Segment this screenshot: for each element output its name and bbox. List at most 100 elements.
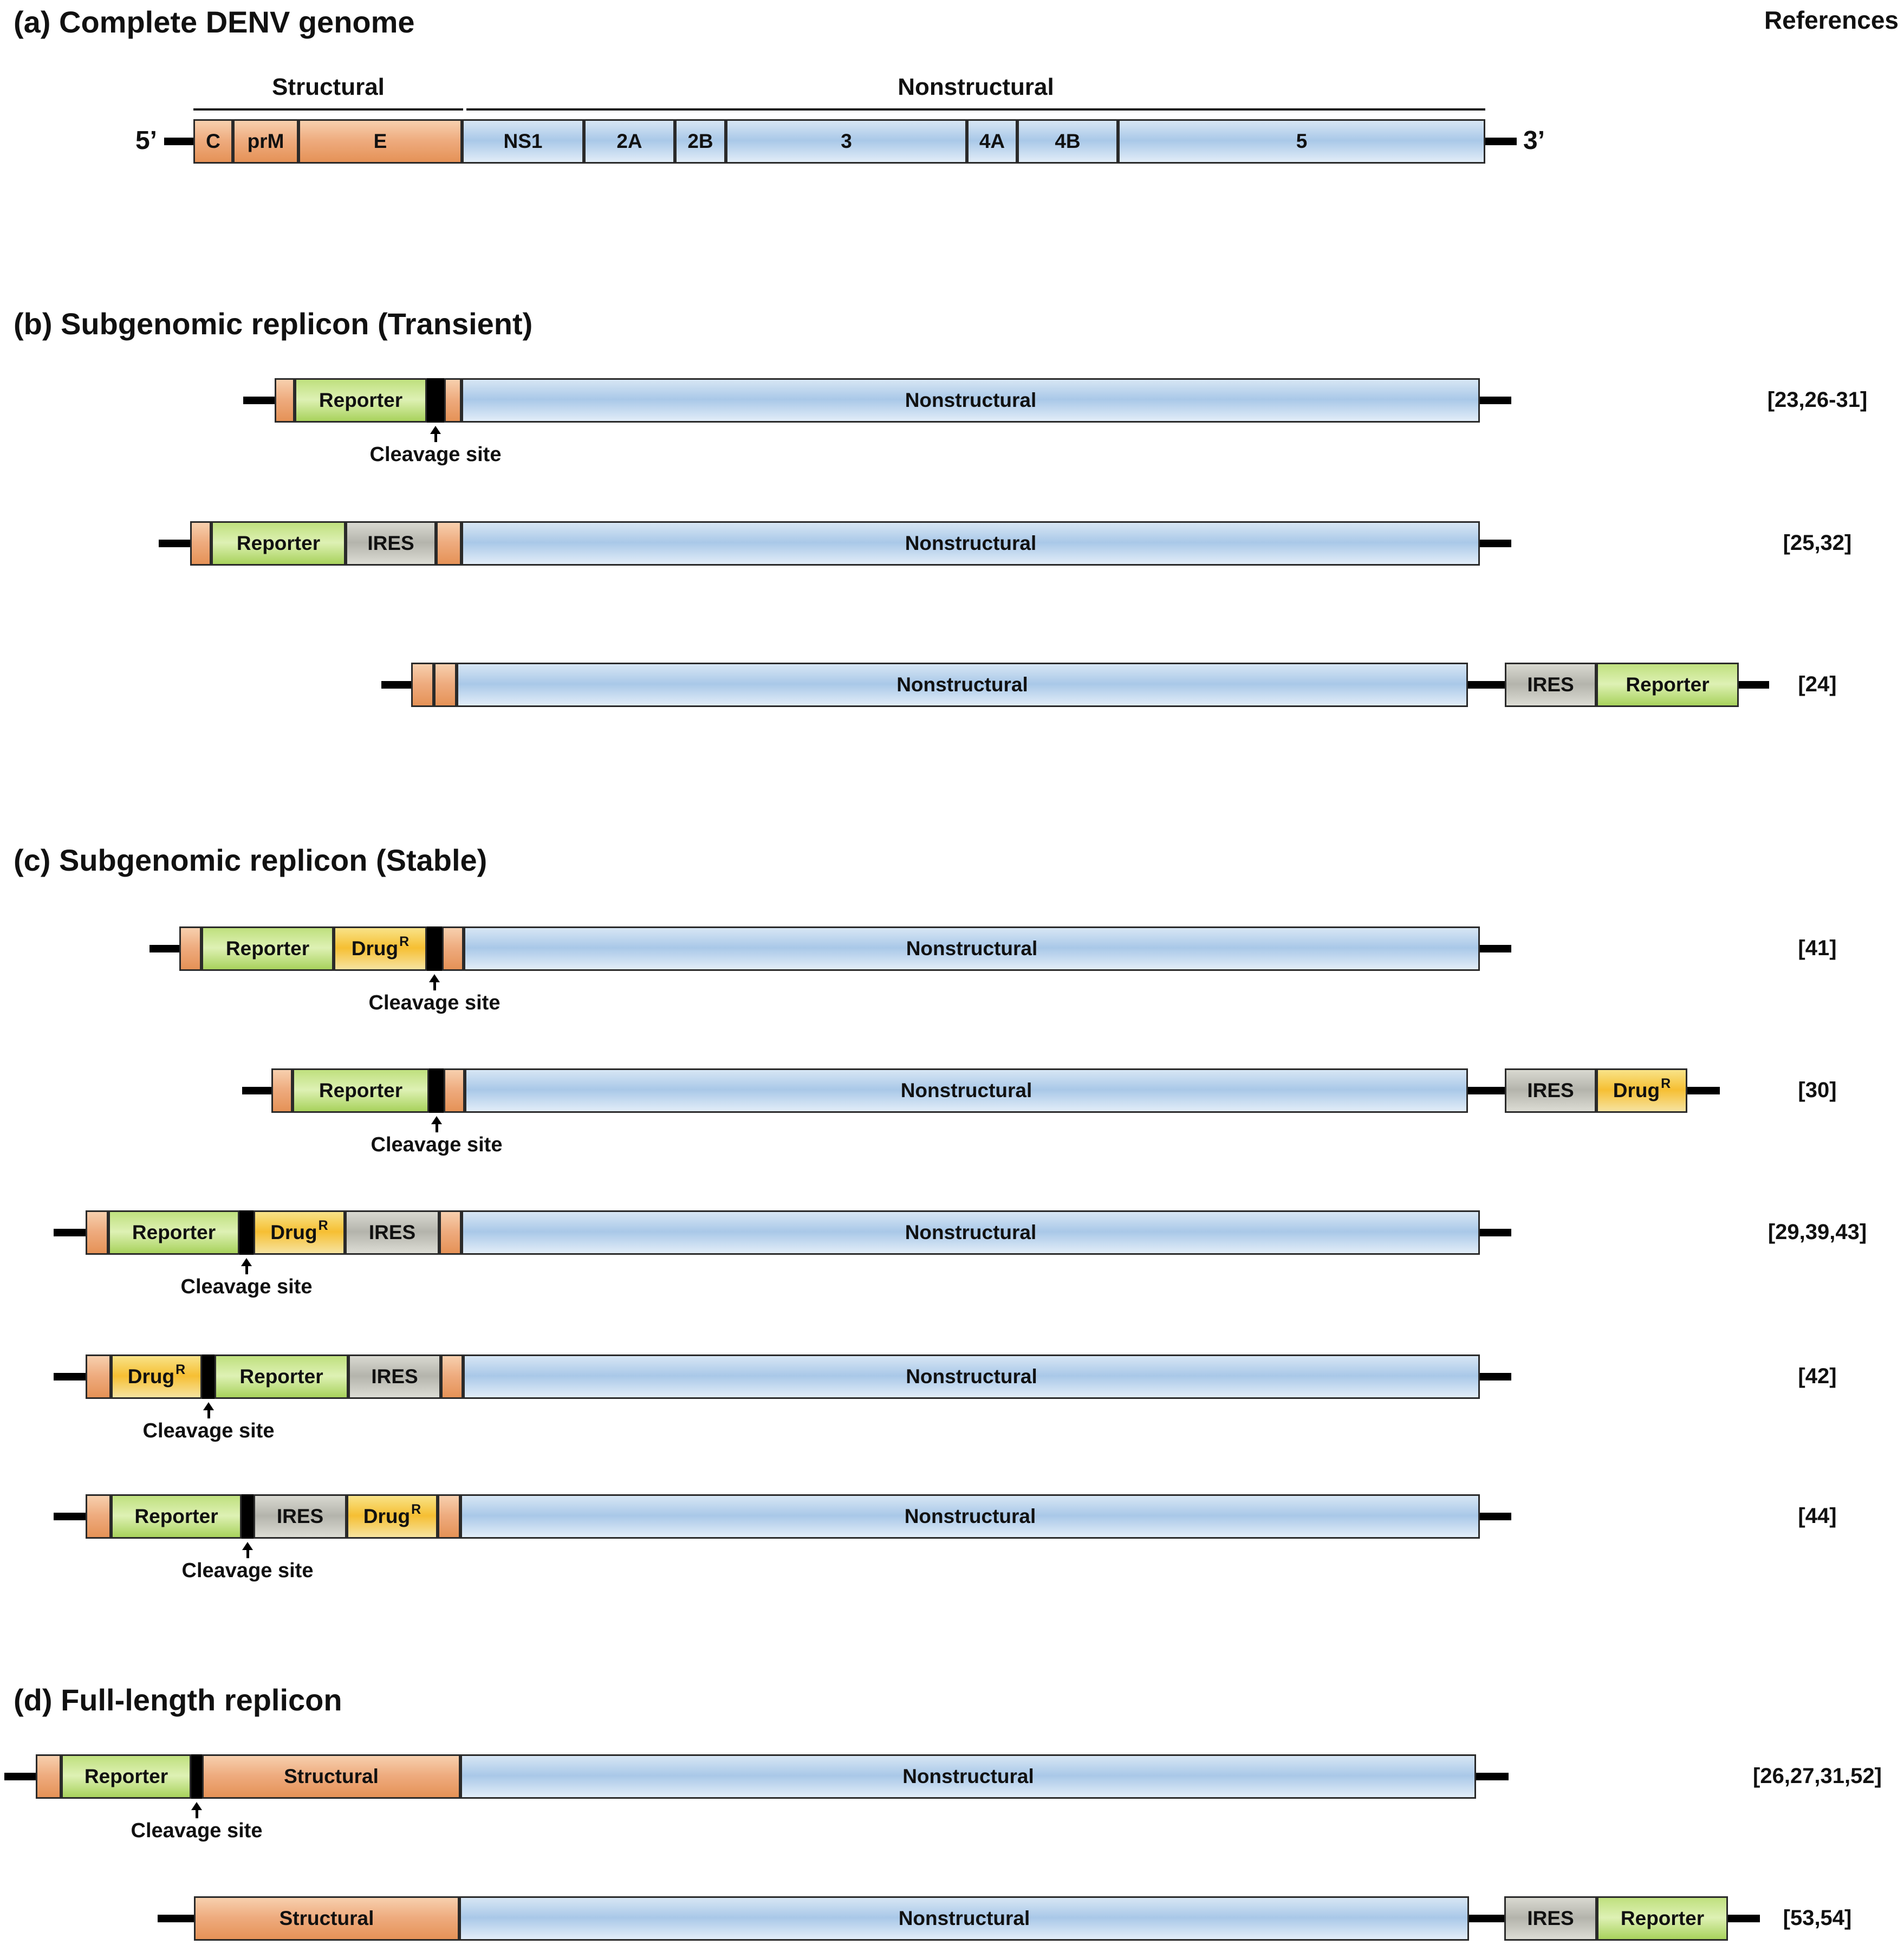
reference-label: [44]: [1798, 1504, 1837, 1528]
cleavage-arrow-stem: [433, 981, 436, 990]
cleavage-arrow-icon: [241, 1258, 252, 1266]
terminus-line: [1476, 1773, 1509, 1780]
terminus-line: [1739, 681, 1769, 689]
segment-orange: [36, 1754, 61, 1799]
cleavage-site-marker: [191, 1754, 202, 1799]
reference-label: [26,27,31,52]: [1753, 1764, 1882, 1788]
cleavage-arrow-stem: [436, 1123, 438, 1132]
group-overline: [466, 108, 1485, 111]
terminus-line: [4, 1773, 36, 1780]
segment-label: Nonstructural: [906, 1365, 1037, 1388]
segment-nonstructural: Nonstructural: [460, 1494, 1480, 1539]
terminus-line: [1480, 1513, 1511, 1520]
segment-orange: [434, 663, 457, 707]
segment-ires: IRES: [1505, 663, 1596, 707]
segment-label: prM: [247, 130, 284, 152]
segment-reporter: Reporter: [211, 521, 346, 566]
segment-structural: Structural: [202, 1754, 460, 1799]
segment-label: Nonstructural: [904, 1505, 1036, 1527]
segment-nonstructural: Nonstructural: [464, 926, 1480, 971]
segment-3: 3: [726, 119, 967, 164]
segment-label-superscript: R: [399, 934, 410, 949]
segment-label: Nonstructural: [905, 532, 1037, 554]
terminus-line: [1687, 1087, 1720, 1094]
segment-label: Reporter: [319, 389, 403, 411]
terminus-line: [1480, 540, 1511, 547]
reference-label: [41]: [1798, 936, 1837, 960]
segment-reporter: Reporter: [61, 1754, 191, 1799]
cleavage-arrow-icon: [431, 1116, 442, 1124]
reference-label: [30]: [1798, 1078, 1837, 1102]
terminus-line: [1485, 138, 1517, 145]
cleavage-site-marker: [242, 1494, 254, 1539]
section-title-c: (c) Subgenomic replicon (Stable): [14, 843, 488, 877]
segment-ns1: NS1: [462, 119, 584, 164]
reference-label: [24]: [1798, 672, 1837, 696]
reference-label: [29,39,43]: [1767, 1220, 1867, 1244]
terminus-line: [1480, 945, 1511, 952]
segment-label: IRES: [1527, 673, 1574, 696]
segment-label: Reporter: [1620, 1907, 1705, 1929]
segment-label: Reporter: [1626, 673, 1710, 696]
group-overline: [193, 108, 463, 111]
segment-reporter: Reporter: [111, 1494, 242, 1539]
segment-label-superscript: R: [318, 1217, 328, 1233]
connector-line: [1468, 681, 1505, 689]
segment-label: Reporter: [236, 532, 321, 554]
segment-label: 2A: [616, 130, 642, 152]
segment-orange: [438, 1494, 460, 1539]
segment-reporter: Reporter: [1596, 663, 1739, 707]
reference-label: [42]: [1798, 1364, 1837, 1388]
segment-reporter: Reporter: [1597, 1896, 1728, 1941]
references-header: References: [1764, 6, 1899, 34]
segment-label: Drug: [363, 1505, 411, 1527]
cleavage-site-label: Cleavage site: [368, 991, 501, 1014]
terminus-line: [381, 681, 411, 689]
terminus-line: [1480, 1373, 1511, 1380]
segment-orange: [444, 1068, 465, 1113]
cleavage-site-marker: [429, 1068, 444, 1113]
segment-label: Drug: [1613, 1079, 1660, 1101]
segment-orange: [441, 1354, 463, 1399]
cleavage-arrow-stem: [246, 1548, 249, 1558]
segment-orange: [439, 1210, 462, 1255]
segment-label: Nonstructural: [905, 1221, 1037, 1243]
segment-ires: IRES: [254, 1494, 347, 1539]
cleavage-arrow-icon: [242, 1542, 253, 1550]
segment-label: Reporter: [134, 1505, 218, 1527]
reference-label: [53,54]: [1783, 1906, 1852, 1930]
segment-orange: [436, 521, 462, 566]
segment-nonstructural: Nonstructural: [459, 1896, 1469, 1941]
segment-nonstructural: Nonstructural: [462, 378, 1480, 423]
segment-label: Nonstructural: [900, 1079, 1032, 1101]
cleavage-site-label: Cleavage site: [181, 1559, 314, 1582]
segment-ires: IRES: [1505, 1068, 1596, 1113]
terminus-line: [159, 540, 190, 547]
cleavage-site-label: Cleavage site: [131, 1819, 263, 1842]
cleavage-arrow-stem: [434, 432, 437, 442]
segment-label: NS1: [503, 130, 543, 152]
segment-label: IRES: [276, 1505, 324, 1527]
segment-label: IRES: [371, 1365, 418, 1388]
segment-label: C: [206, 130, 220, 152]
segment-nonstructural: Nonstructural: [460, 1754, 1476, 1799]
segment-ires: IRES: [348, 1354, 441, 1399]
segment-5: 5: [1118, 119, 1485, 164]
segment-label: Reporter: [239, 1365, 323, 1388]
segment-ires: IRES: [1504, 1896, 1597, 1941]
terminus-line: [1728, 1915, 1760, 1922]
cleavage-arrow-stem: [207, 1409, 210, 1418]
cleavage-site-marker: [427, 926, 442, 971]
segment-label-superscript: R: [1661, 1075, 1671, 1091]
cleavage-arrow-stem: [245, 1265, 248, 1274]
segment-orange: [86, 1210, 108, 1255]
cleavage-site-label: Cleavage site: [142, 1420, 275, 1442]
segment-label: 2B: [687, 130, 713, 152]
segment-label: Reporter: [84, 1765, 168, 1787]
cleavage-site-label: Cleavage site: [371, 1133, 503, 1156]
segment-reporter: Reporter: [202, 926, 334, 971]
